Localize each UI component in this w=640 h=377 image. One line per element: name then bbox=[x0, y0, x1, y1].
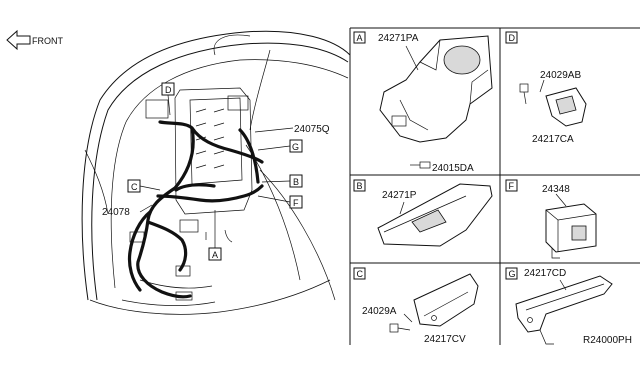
part-number-24217CV: 24217CV bbox=[424, 334, 466, 345]
part-number-24029A: 24029A bbox=[362, 306, 397, 317]
front-arrow-icon bbox=[6, 29, 31, 51]
callout-C[interactable]: C bbox=[127, 179, 161, 193]
svg-text:F: F bbox=[293, 198, 299, 208]
bracket-24217CV bbox=[413, 273, 479, 327]
bracket-24217CA bbox=[545, 87, 587, 127]
diagram-code: R24000PH bbox=[583, 335, 632, 346]
svg-text:G: G bbox=[509, 269, 516, 279]
panel-grid bbox=[349, 27, 640, 345]
part-number-24271P: 24271P bbox=[382, 190, 417, 201]
svg-text:B: B bbox=[293, 177, 299, 187]
svg-text:B: B bbox=[357, 181, 363, 191]
part-number-24217CD: 24217CD bbox=[524, 268, 566, 279]
vehicle-outline bbox=[81, 30, 351, 315]
wiring-harness bbox=[127, 120, 264, 299]
panel-A: A 24271PA 24015DA bbox=[353, 31, 493, 174]
part-number-24015DA: 24015DA bbox=[432, 163, 474, 174]
svg-text:C: C bbox=[131, 182, 138, 192]
callout-A[interactable]: A bbox=[208, 210, 222, 261]
svg-text:G: G bbox=[292, 142, 299, 152]
part-number-24348: 24348 bbox=[542, 184, 570, 195]
front-label: FRONT bbox=[32, 36, 63, 46]
part-number-24217CA: 24217CA bbox=[532, 134, 574, 145]
bolt-icon bbox=[410, 161, 431, 169]
svg-text:A: A bbox=[357, 33, 363, 43]
panel-C: C 24029A 24217CV bbox=[353, 267, 479, 345]
engine-block bbox=[129, 87, 253, 301]
part-number-24271PA: 24271PA bbox=[378, 33, 419, 44]
svg-text:D: D bbox=[165, 85, 172, 95]
part-number-24075Q: 24075Q bbox=[294, 124, 330, 135]
panel-F: F 24348 bbox=[505, 179, 597, 259]
svg-text:A: A bbox=[212, 250, 218, 260]
leader-24078 bbox=[139, 204, 153, 213]
relay-box-bracket bbox=[379, 35, 493, 143]
callout-F[interactable]: F bbox=[257, 195, 303, 209]
part-number-24029AB: 24029AB bbox=[540, 70, 581, 81]
svg-text:C: C bbox=[357, 269, 364, 279]
callout-G[interactable]: G bbox=[257, 139, 303, 153]
fuse-block-24348 bbox=[545, 203, 597, 259]
callout-D[interactable]: D bbox=[161, 82, 175, 116]
panel-D: D 24029AB 24217CA bbox=[505, 31, 587, 145]
panel-G: G 24217CD bbox=[505, 267, 613, 345]
panel-B: B 24271P bbox=[353, 179, 493, 247]
protector-24271P bbox=[377, 183, 493, 247]
part-number-24078: 24078 bbox=[102, 207, 130, 218]
bolt-icon-2 bbox=[389, 323, 411, 333]
svg-text:D: D bbox=[509, 33, 516, 43]
callout-B[interactable]: B bbox=[261, 174, 303, 188]
screw-icon bbox=[519, 83, 529, 105]
svg-text:F: F bbox=[509, 181, 515, 191]
leader-24075Q bbox=[254, 127, 294, 133]
bracket-24217CD bbox=[515, 275, 613, 345]
